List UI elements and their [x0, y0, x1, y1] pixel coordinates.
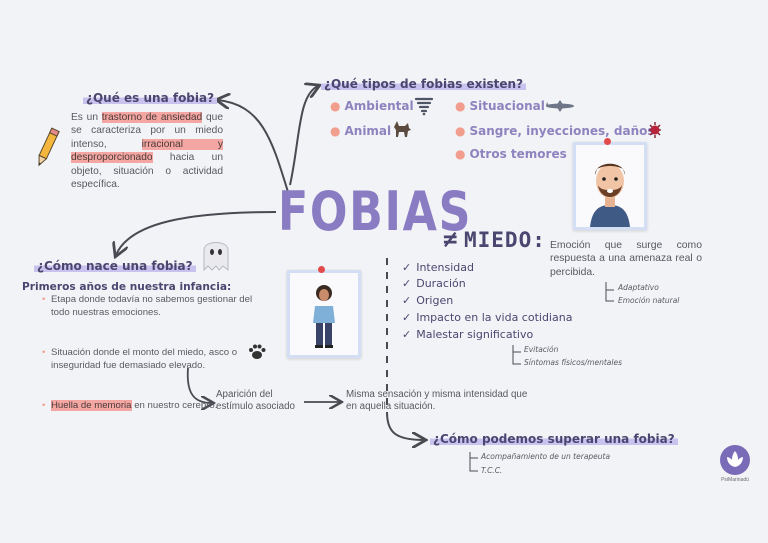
virus-icon — [649, 122, 661, 138]
que-es-highlight-1: trastorno de ansiedad — [101, 112, 203, 123]
sub-evitacion: Evitación — [524, 345, 559, 354]
woman-figure-illustration — [290, 273, 358, 355]
nace-bullet-3: Huella de memoria en nuestro cerebro. — [42, 400, 261, 413]
flow-misma: Misma sensación y misma intensidad que e… — [346, 389, 528, 412]
superar-item-tcc: T.C.C. — [481, 466, 503, 475]
airplane-icon — [546, 100, 574, 112]
miedo-sub-natural: Emoción natural — [618, 296, 680, 305]
check-origen: ✓Origen — [402, 294, 454, 307]
check-label: Intensidad — [416, 261, 474, 274]
pin-icon — [318, 266, 325, 273]
superar-item-terapeuta: Acompañamiento de un terapeuta — [481, 452, 611, 461]
miedo-definition: Emoción que surge como respuesta a una a… — [550, 240, 702, 278]
brand-text: PsiMarinadü — [721, 477, 749, 483]
que-es-heading: ¿Qué es una fobia? — [83, 91, 218, 105]
pencil-icon — [38, 127, 60, 167]
que-es-p1: Es un — [71, 112, 102, 123]
sub-sintomas: Síntomas físicos/mentales — [524, 358, 622, 367]
check-duracion: ✓Duración — [402, 277, 466, 290]
miedo-sub-adaptativo: Adaptativo — [618, 283, 659, 292]
check-impacto: ✓Impacto en la vida cotidiana — [402, 311, 573, 324]
nace-heading: ¿Cómo nace una fobia? — [34, 259, 196, 273]
que-es-text: Es un trastorno de ansiedad que se carac… — [71, 111, 223, 191]
miedo-title: MIEDO: — [464, 228, 546, 252]
tipo-sangre: ●Sangre, inyecciones, daños — [455, 124, 655, 138]
neq-symbol: ≠ — [443, 225, 459, 253]
superar-heading: ¿Cómo podemos superar una fobia? — [430, 432, 678, 446]
main-title: FOBIAS — [278, 180, 473, 243]
check-label: Impacto en la vida cotidiana — [416, 311, 573, 324]
check-intensidad: ✓Intensidad — [402, 261, 474, 274]
ghost-icon — [203, 242, 229, 272]
tipos-heading: ¿Qué tipos de fobias existen? — [321, 77, 527, 91]
nace-subheading: Primeros años de nuestra infancia: — [22, 281, 232, 293]
pin-icon — [604, 138, 611, 145]
check-label: Duración — [416, 277, 466, 290]
man-portrait-illustration — [576, 145, 644, 227]
tipo-label: Otros temores — [469, 147, 567, 161]
paw-icon — [249, 344, 266, 359]
nace-bullet-3-highlight: Huella de memoria — [51, 400, 132, 411]
tipo-otros: ●Otros temores — [455, 147, 567, 161]
lotus-logo-icon — [720, 445, 750, 475]
que-es-p3: hacia un objeto, situación o actividad e… — [71, 152, 223, 191]
tipo-animal: ●Animal — [330, 124, 392, 138]
nace-bullet-2: Situación donde el monto del miedo, asco… — [42, 347, 276, 372]
que-es-p2: que se caracteriza por un miedo intenso, — [71, 112, 223, 150]
nace-bullet-1: Etapa donde todavía no sabemos gestionar… — [42, 294, 273, 319]
tipo-situacional: ●Situacional — [455, 99, 545, 113]
photo-frame-woman — [287, 270, 361, 358]
wolf-icon — [394, 121, 411, 137]
flow-aparicion: Aparición del estímulo asociado — [216, 389, 295, 412]
tipo-ambiental: ●Ambiental — [330, 99, 414, 113]
tipo-label: Ambiental — [344, 99, 414, 113]
check-label: Malestar significativo — [416, 328, 534, 341]
photo-frame-man — [573, 142, 647, 230]
check-label: Origen — [416, 294, 454, 307]
nace-bullet-3-rest: en nuestro cerebro. — [131, 400, 218, 411]
tipo-label: Animal — [344, 124, 392, 138]
tipo-label: Situacional — [469, 99, 545, 113]
check-malestar: ✓Malestar significativo — [402, 328, 534, 341]
tornado-icon — [414, 97, 434, 116]
tipo-label: Sangre, inyecciones, daños — [469, 124, 655, 138]
